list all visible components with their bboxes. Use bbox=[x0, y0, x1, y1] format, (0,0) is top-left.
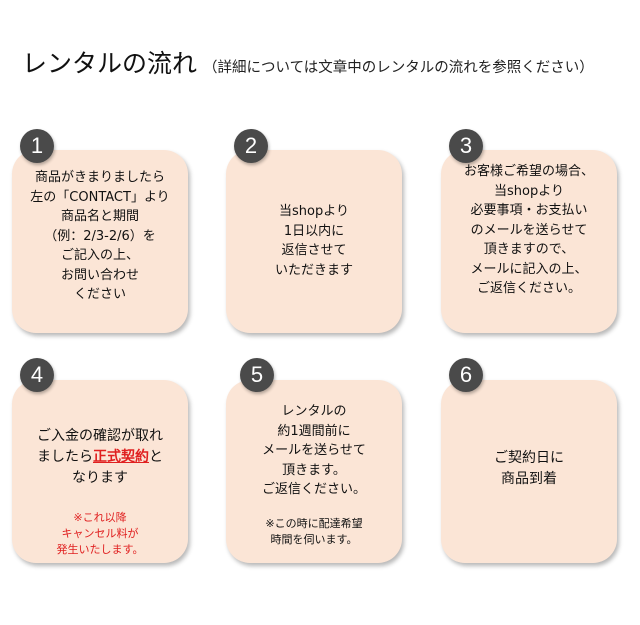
step-5-line: メールを送らせて bbox=[262, 443, 366, 458]
step-4-text: ご入金の確認が取れ ましたら正式契約と なります bbox=[12, 426, 188, 489]
step-2-number-badge: 2 bbox=[234, 129, 268, 163]
step-3-line: メールに記入の上、 bbox=[470, 261, 588, 277]
step-1-number-badge: 1 bbox=[20, 129, 54, 163]
step-5-note-line: 時間を伺います。 bbox=[270, 533, 358, 546]
step-5-number-badge: 5 bbox=[240, 358, 274, 392]
step-4-line: なります bbox=[72, 470, 128, 486]
step-1-line: 左の「CONTACT」より bbox=[30, 189, 170, 205]
step-4-line: ご入金の確認が取れ bbox=[37, 428, 163, 444]
step-card-1: 商品がきまりましたら 左の「CONTACT」より 商品名と期間 （例：2/3-2… bbox=[12, 150, 188, 333]
step-6-line: ご契約日に bbox=[494, 450, 564, 466]
page-subtitle: （詳細については文章中のレンタルの流れを参照ください） bbox=[203, 60, 594, 76]
step-1-line: 商品名と期間 bbox=[60, 209, 139, 224]
step-3-line: 頂きますので、 bbox=[483, 242, 575, 257]
step-1-text: 商品がきまりましたら 左の「CONTACT」より 商品名と期間 （例：2/3-2… bbox=[12, 168, 188, 305]
step-5-line: レンタルの bbox=[281, 404, 347, 419]
step-3-line: お客様ご希望の場合、 bbox=[463, 164, 594, 179]
step-card-3: お客様ご希望の場合、 当shopより 必要事項・お支払い のメールを送らせて 頂… bbox=[441, 150, 617, 333]
step-6-line: 商品到着 bbox=[501, 471, 557, 487]
step-4-number-badge: 4 bbox=[20, 358, 54, 392]
step-1-line: ください bbox=[73, 287, 126, 302]
step-5-line: 約1週間前に bbox=[277, 423, 351, 439]
step-5-text: レンタルの 約1週間前に メールを送らせて 頂きます。 ご返信ください。 bbox=[226, 402, 402, 500]
step-2-line: いただきます bbox=[274, 262, 353, 278]
formal-contract-emphasis: 正式契約 bbox=[93, 449, 149, 465]
step-6-number-badge: 6 bbox=[449, 358, 483, 392]
step-1-line: 商品がきまりましたら bbox=[34, 170, 165, 185]
step-2-text: 当shopより 1日以内に 返信させて いただきます bbox=[226, 202, 402, 280]
step-3-line: のメールを送らせて bbox=[470, 222, 588, 238]
step-3-line: 当shopより bbox=[494, 183, 564, 199]
step-5-line: 頂きます。 bbox=[282, 462, 346, 478]
step-3-line: 必要事項・お支払い bbox=[470, 203, 588, 218]
step-3-line: ご返信ください。 bbox=[476, 281, 581, 296]
step-3-text: お客様ご希望の場合、 当shopより 必要事項・お支払い のメールを送らせて 頂… bbox=[441, 162, 617, 299]
step-4-note-line: キャンセル料が bbox=[61, 527, 139, 540]
step-card-5: レンタルの 約1週間前に メールを送らせて 頂きます。 ご返信ください。 ※この… bbox=[226, 380, 402, 563]
step-1-line: ご記入の上、 bbox=[60, 248, 139, 263]
step-4-line-suffix: と bbox=[149, 449, 163, 465]
step-2-line: 返信させて bbox=[281, 243, 347, 258]
step-6-text: ご契約日に 商品到着 bbox=[441, 448, 617, 490]
step-1-line: お問い合わせ bbox=[60, 267, 139, 283]
step-1-line: （例：2/3-2/6）を bbox=[44, 228, 156, 244]
step-card-6: ご契約日に 商品到着 bbox=[441, 380, 617, 563]
step-2-line: 1日以内に bbox=[283, 223, 345, 239]
step-4-note-line: ※これ以降 bbox=[73, 511, 127, 524]
step-2-line: 当shopより bbox=[279, 204, 349, 219]
step-card-2: 当shopより 1日以内に 返信させて いただきます bbox=[226, 150, 402, 333]
step-5-delivery-note: ※この時に配達希望 時間を伺います。 bbox=[226, 516, 402, 548]
step-4-cancellation-note: ※これ以降 キャンセル料が 発生いたします。 bbox=[12, 510, 188, 558]
step-card-4: ご入金の確認が取れ ましたら正式契約と なります ※これ以降 キャンセル料が 発… bbox=[12, 380, 188, 563]
step-4-line-prefix: ましたら bbox=[37, 449, 93, 465]
step-4-note-line: 発生いたします。 bbox=[56, 543, 144, 556]
step-5-line: ご返信ください。 bbox=[261, 482, 366, 497]
step-5-note-line: ※この時に配達希望 bbox=[265, 517, 363, 530]
page-header: レンタルの流れ （詳細については文章中のレンタルの流れを参照ください） bbox=[22, 44, 594, 80]
step-4-line: ましたら正式契約と bbox=[12, 447, 188, 468]
step-3-number-badge: 3 bbox=[449, 129, 483, 163]
page-title: レンタルの流れ bbox=[22, 49, 198, 78]
